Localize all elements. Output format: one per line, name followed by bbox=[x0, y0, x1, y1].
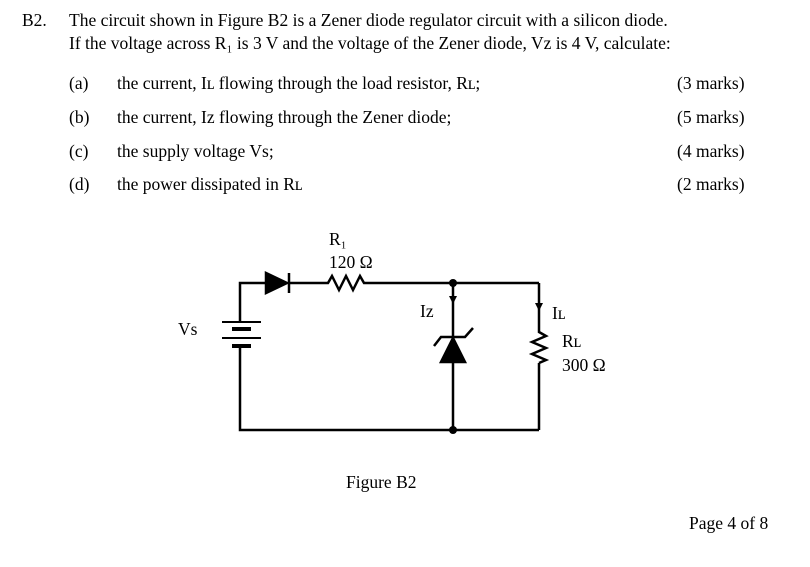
part-d-label: (d) bbox=[69, 174, 90, 194]
il-label: Iʟ bbox=[552, 303, 566, 323]
part-d-text: the power dissipated in Rʟ bbox=[117, 174, 303, 194]
wires bbox=[238, 281, 541, 432]
vs-label: Vs bbox=[178, 319, 198, 339]
part-b-marks: (5 marks) bbox=[677, 107, 745, 127]
part-c-marks: (4 marks) bbox=[677, 141, 745, 161]
il-arrow-icon bbox=[535, 303, 543, 311]
rl-label: Rʟ bbox=[562, 331, 582, 351]
question-number: B2. bbox=[22, 10, 47, 30]
battery-icon bbox=[222, 321, 261, 348]
part-d-marks: (2 marks) bbox=[677, 174, 745, 194]
junction-top bbox=[449, 279, 457, 287]
r1-label: R₁ bbox=[329, 229, 347, 249]
resistor-r1-icon bbox=[323, 273, 367, 293]
part-c-label: (c) bbox=[69, 141, 89, 161]
question-line-1: The circuit shown in Figure B2 is a Zene… bbox=[69, 10, 668, 30]
silicon-diode-icon bbox=[264, 271, 291, 295]
r1-value: 120 Ω bbox=[329, 252, 373, 272]
iz-label: Iᴢ bbox=[420, 301, 434, 321]
page-number: Page 4 of 8 bbox=[689, 513, 769, 533]
resistor-rl-icon bbox=[528, 330, 550, 365]
part-c-text: the supply voltage Vs; bbox=[117, 141, 274, 161]
zener-diode-icon bbox=[433, 327, 474, 364]
part-a-marks: (3 marks) bbox=[677, 73, 745, 93]
part-b-text: the current, Iᴢ flowing through the Zene… bbox=[117, 107, 452, 127]
part-a-label: (a) bbox=[69, 73, 89, 93]
figure-caption: Figure B2 bbox=[346, 472, 417, 492]
rl-value: 300 Ω bbox=[562, 355, 606, 375]
part-b-label: (b) bbox=[69, 107, 90, 127]
question-line-2: If the voltage across R₁ is 3 V and the … bbox=[69, 33, 671, 53]
part-a-text: the current, Iʟ flowing through the load… bbox=[117, 73, 481, 93]
iz-arrow-icon bbox=[449, 296, 457, 304]
junction-bottom bbox=[449, 426, 457, 434]
